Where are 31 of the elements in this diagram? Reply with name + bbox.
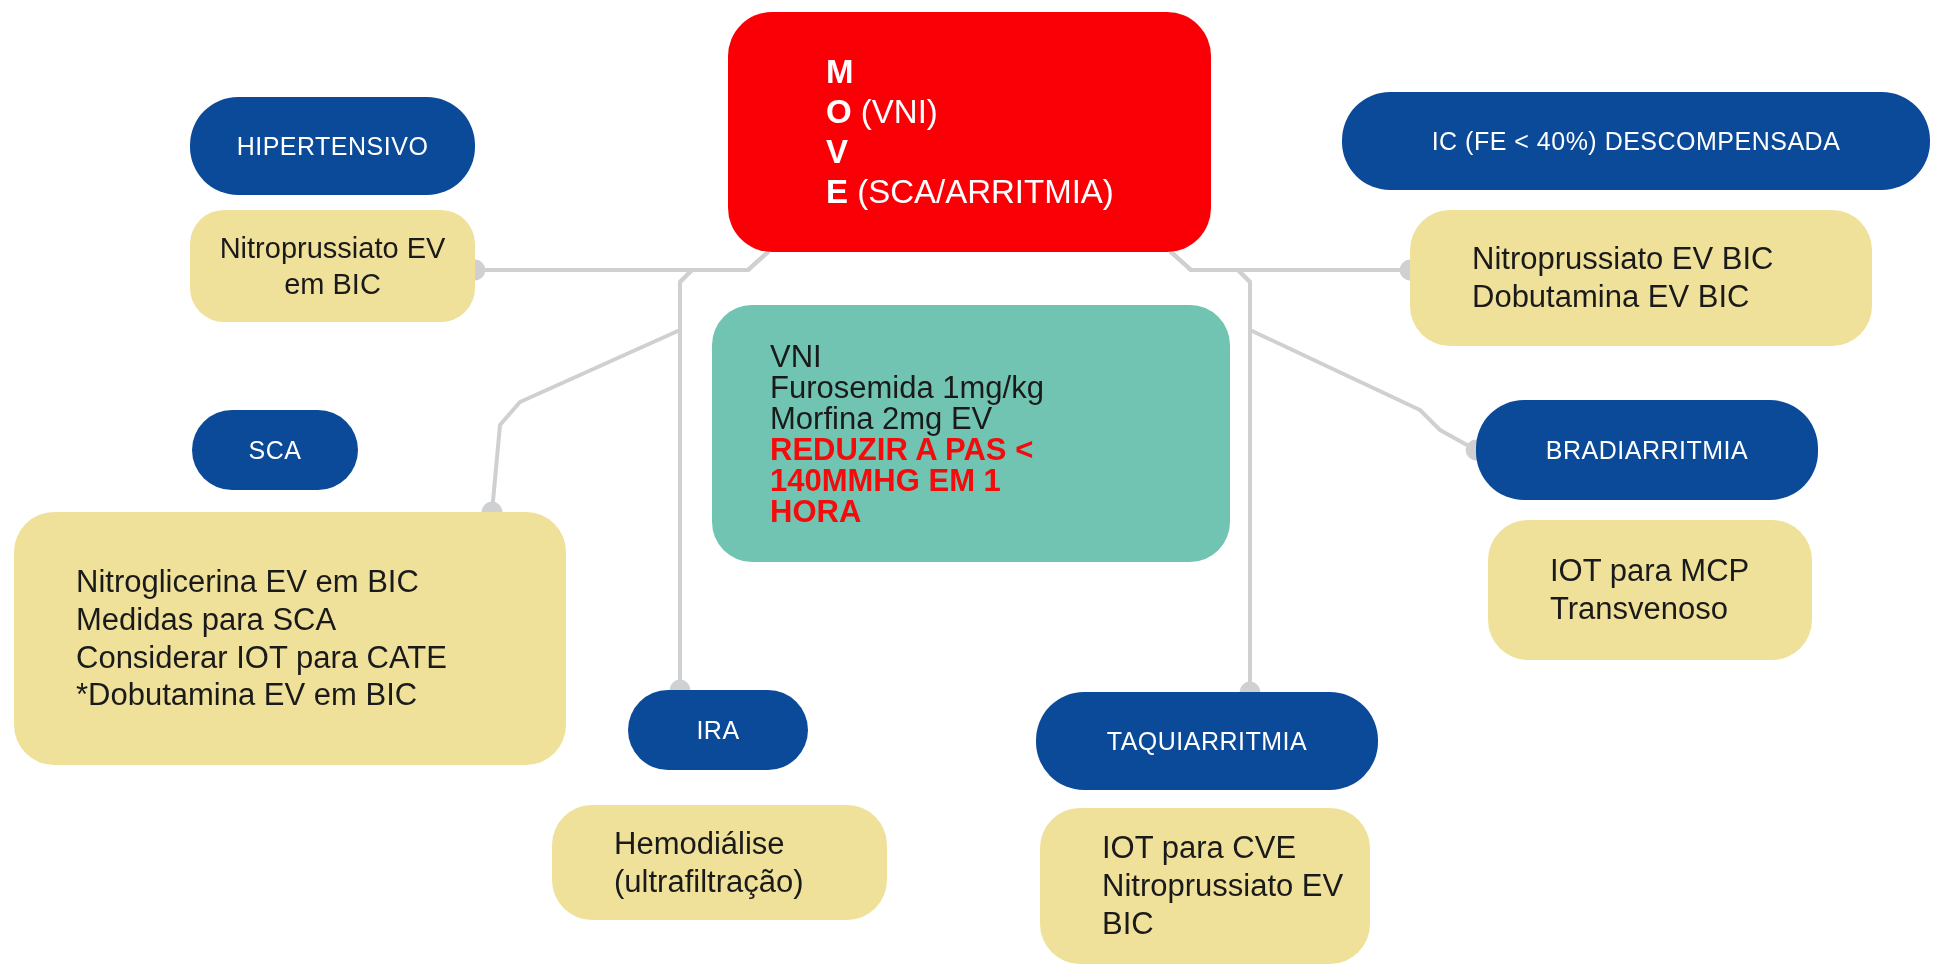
node-text: Dobutamina EV BIC [1472, 278, 1750, 316]
node-text: Nitroglicerina EV em BIC [76, 562, 419, 601]
node-text: IRA [696, 715, 740, 745]
node-text: E (SCA/ARRITMIA) [826, 172, 1114, 213]
treatment-box [190, 210, 475, 322]
node-text: Nitroprussiato EV em BIC [218, 230, 447, 302]
treatment-box [14, 512, 566, 765]
node-text: BRADIARRITMIA [1545, 435, 1749, 465]
node-text: Nitroprussiato EV BIC [1102, 867, 1345, 943]
title-box [728, 12, 1211, 252]
node-text: V [826, 132, 848, 172]
node-text: Medidas para SCA [76, 600, 337, 639]
node-text: TAQUIARRITMIA [1106, 726, 1308, 756]
node-text: M [826, 51, 854, 92]
node-text: IC (FE < 40%) DESCOMPENSADA [1431, 126, 1841, 156]
treatment-box [1040, 808, 1370, 964]
node-text: SCA [248, 435, 302, 465]
node-text: IOT para CVE [1102, 829, 1297, 868]
node-text: Nitroprussiato EV BIC [1472, 240, 1774, 278]
node-text: Considerar IOT para CATE [76, 638, 447, 677]
treatment-box [1410, 210, 1872, 346]
node-text: Furosemida 1mg/kg [770, 371, 1044, 403]
summary-box [712, 305, 1230, 562]
node-text: VNI [770, 340, 822, 372]
treatment-box [1488, 520, 1812, 660]
node-text: HIPERTENSIVO [236, 131, 429, 161]
node-text: Hemodiálise (ultrafiltração) [614, 824, 805, 901]
node-text: O (VNI) [826, 91, 938, 132]
treatment-box [552, 805, 887, 920]
node-text: IOT para MCP Transvenoso [1550, 552, 1750, 628]
node-text: *Dobutamina EV em BIC [76, 676, 418, 715]
